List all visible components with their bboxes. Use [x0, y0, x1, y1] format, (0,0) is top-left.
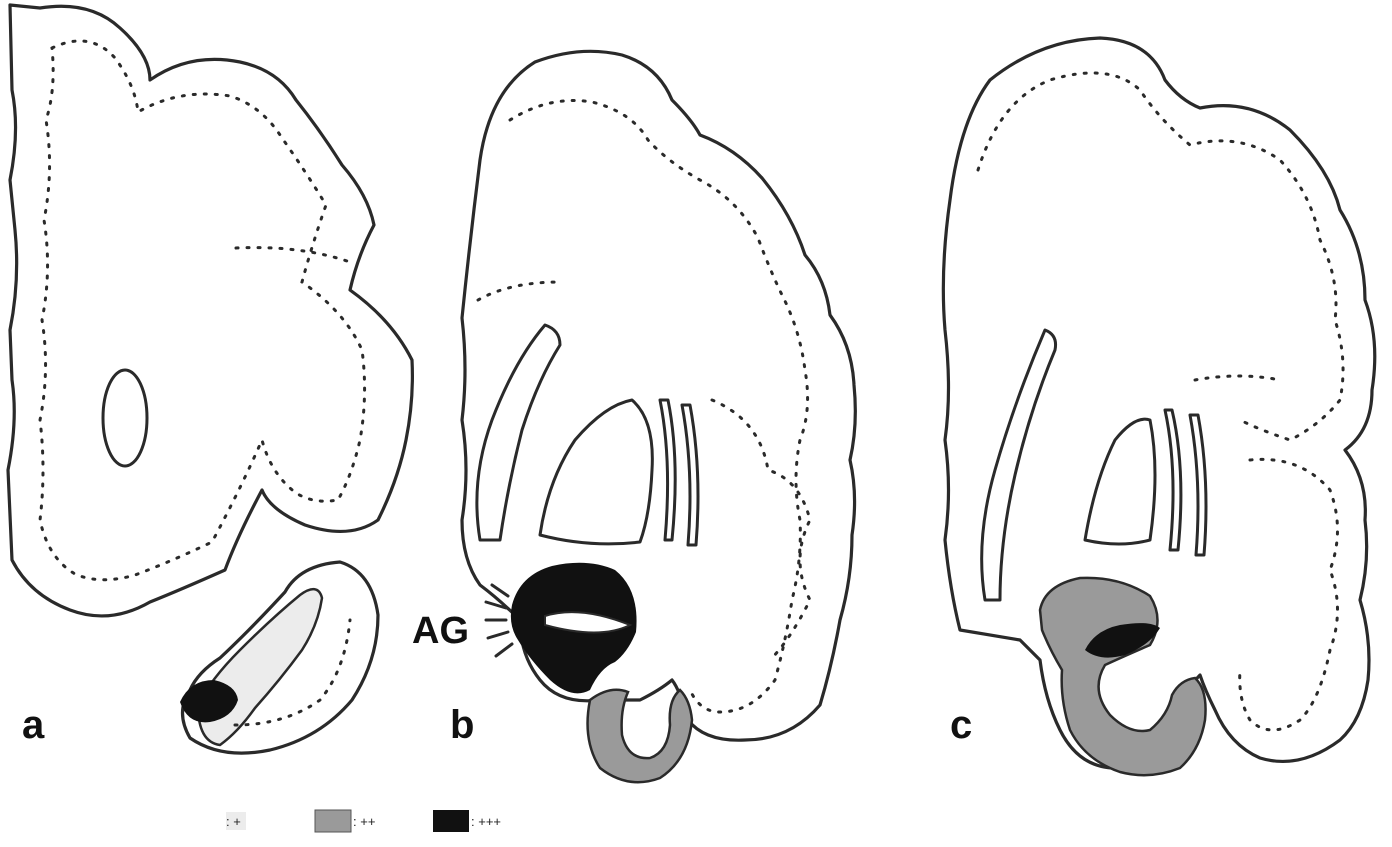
- intensity-legend: : + : ++ : +++: [226, 810, 501, 832]
- panel-c-hemisphere-outline: [943, 38, 1374, 768]
- panel-a: [8, 5, 412, 753]
- panel-a-hemisphere-outline: [8, 5, 412, 616]
- panel-b-label: b: [450, 703, 474, 747]
- legend-item-medium: : ++: [315, 810, 375, 832]
- legend-swatch-high: [433, 810, 469, 832]
- legend-text-medium: : ++: [353, 814, 375, 829]
- panel-b: [462, 51, 855, 782]
- panel-a-label: a: [22, 703, 45, 747]
- legend-item-high: : +++: [433, 810, 501, 832]
- legend-text-low: : +: [226, 814, 241, 829]
- panel-c: [943, 38, 1374, 775]
- panel-c-label: c: [950, 703, 972, 747]
- panel-b-hippocampus-region: [588, 690, 692, 782]
- amygdala-annotation: AG: [412, 610, 469, 652]
- panel-a-ventricle: [103, 370, 147, 466]
- legend-item-low: : +: [226, 812, 246, 830]
- legend-swatch-medium: [315, 810, 351, 832]
- legend-text-high: : +++: [471, 814, 501, 829]
